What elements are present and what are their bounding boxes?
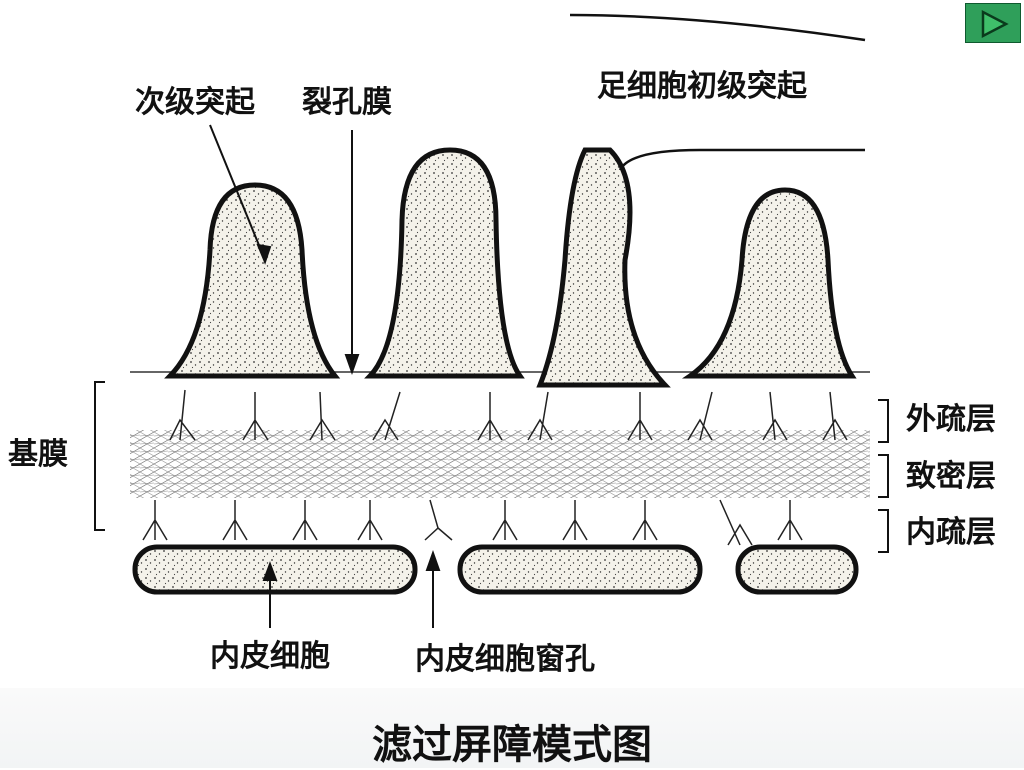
secondary-foot-process-1	[164, 182, 341, 379]
layer-brackets	[94, 381, 889, 553]
lamina-densa-band	[130, 430, 870, 498]
label-lamina-rara-interna: 内疏层	[906, 515, 996, 550]
label-lamina-densa: 致密层	[906, 459, 996, 494]
label-lamina-rara-externa: 外疏层	[906, 402, 996, 437]
secondary-foot-process-3	[536, 147, 671, 388]
secondary-foot-process-2	[364, 147, 525, 379]
caption-band	[0, 688, 1024, 768]
outer-fibrils	[169, 389, 848, 441]
endothelial-cell-2	[457, 544, 703, 595]
label-secondary-process: 次级突起	[135, 85, 255, 120]
label-endothelial-cell: 内皮细胞	[210, 639, 330, 674]
primary-process-outline	[618, 148, 865, 171]
endothelial-cells	[132, 544, 859, 595]
label-endothelial-fenestra: 内皮细胞窗孔	[415, 642, 595, 677]
play-triangle-icon	[981, 9, 1009, 39]
inner-fibrils	[142, 499, 803, 546]
label-primary-process: 足细胞初级突起	[597, 69, 807, 104]
secondary-foot-process-4	[681, 187, 857, 379]
primary-process-outline-top	[569, 13, 866, 42]
filtration-barrier-diagram	[94, 13, 889, 628]
label-basement-membrane: 基膜	[8, 437, 68, 472]
endothelial-cell-1	[132, 544, 418, 595]
endothelial-cell-3	[735, 544, 859, 595]
label-slit-membrane: 裂孔膜	[302, 85, 392, 120]
figure-caption: 滤过屏障模式图	[372, 721, 652, 768]
foot-processes	[164, 147, 857, 388]
next-slide-button[interactable]	[965, 3, 1021, 43]
pointer-arrows	[209, 124, 441, 628]
